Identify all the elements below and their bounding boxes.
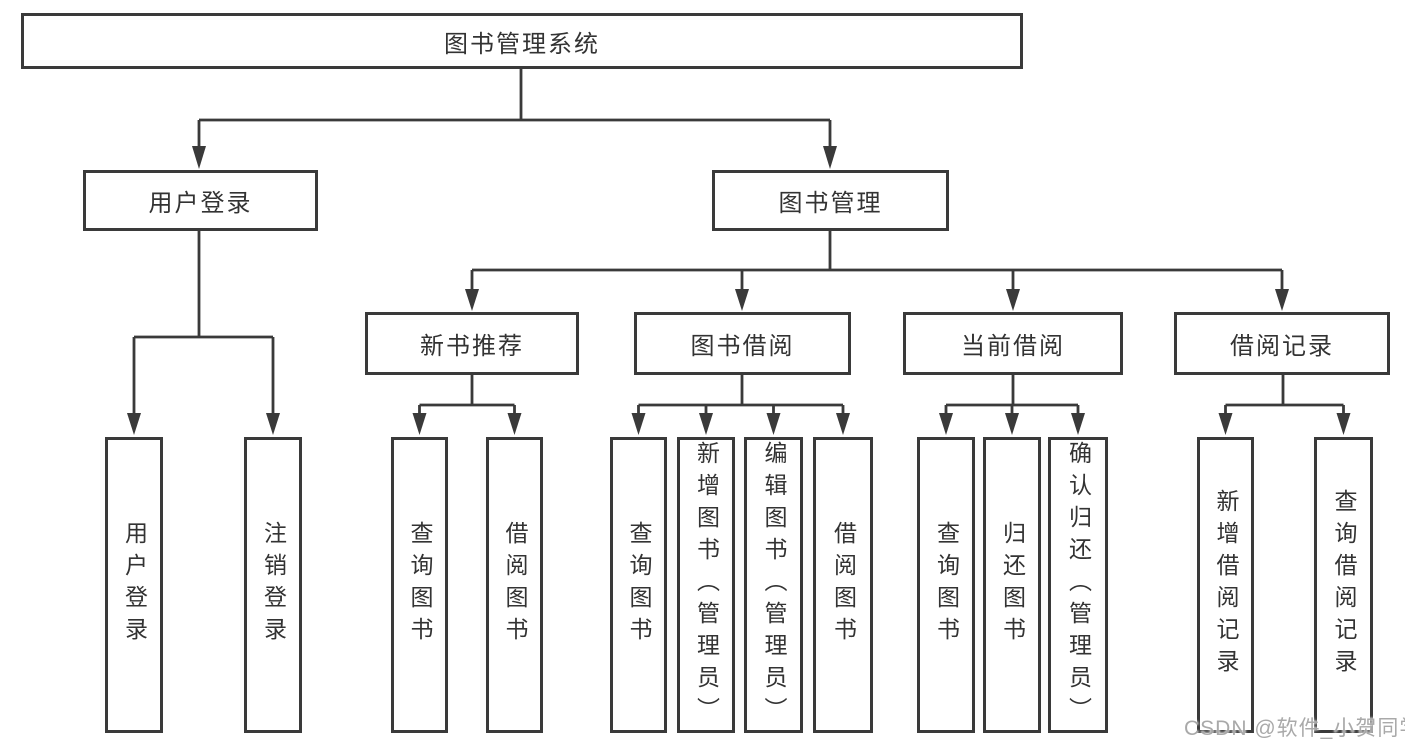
leaf-borrow-books-2: 借阅图书 [813, 437, 873, 733]
watermark: CSDN @软件_小贺同学 [1184, 717, 1405, 740]
arrowheads [127, 146, 1351, 435]
leaf-add-borrow-record: 新增借阅记录 [1197, 437, 1254, 733]
leaf-confirm-return-admin: 确认归还（管理员） [1048, 437, 1108, 733]
node-borrow-records: 借阅记录 [1174, 312, 1390, 375]
leaf-return-books: 归还图书 [983, 437, 1041, 733]
leaf-borrow-books-1: 借阅图书 [486, 437, 543, 733]
node-new-book-recommend: 新书推荐 [365, 312, 579, 375]
node-user-login-label: 用户登录 [148, 190, 253, 217]
node-book-borrow: 图书借阅 [634, 312, 851, 375]
leaf-edit-book-admin-label: 编辑图书（管理员） [761, 441, 787, 729]
node-current-borrow-label: 当前借阅 [961, 333, 1065, 360]
leaf-add-book-admin-label: 新增图书（管理员） [693, 441, 720, 729]
leaf-query-books-3-label: 查询图书 [933, 521, 960, 649]
leaf-query-books-2: 查询图书 [610, 437, 667, 733]
leaf-logout-label: 注销登录 [260, 521, 287, 649]
leaf-borrow-books-2-label: 借阅图书 [830, 521, 857, 649]
leaf-logout: 注销登录 [244, 437, 302, 733]
leaf-confirm-return-admin-label: 确认归还（管理员） [1065, 441, 1092, 729]
node-new-book-recommend-label: 新书推荐 [420, 333, 524, 360]
node-borrow-records-label: 借阅记录 [1230, 333, 1334, 360]
leaf-query-books-1: 查询图书 [391, 437, 448, 733]
leaf-query-books-2-label: 查询图书 [626, 521, 652, 649]
node-book-management: 图书管理 [712, 170, 949, 231]
leaf-edit-book-admin: 编辑图书（管理员） [744, 437, 803, 733]
node-book-borrow-label: 图书借阅 [690, 333, 795, 360]
node-book-management-label: 图书管理 [778, 190, 883, 217]
leaf-add-borrow-record-label: 新增借阅记录 [1213, 489, 1239, 681]
node-current-borrow: 当前借阅 [903, 312, 1123, 375]
leaf-add-book-admin: 新增图书（管理员） [677, 437, 735, 733]
leaf-user-login-label: 用户登录 [121, 521, 148, 649]
node-root-label: 图书管理系统 [444, 30, 600, 58]
leaf-query-books-1-label: 查询图书 [407, 521, 433, 649]
leaf-query-borrow-record-label: 查询借阅记录 [1331, 489, 1357, 681]
leaf-user-login: 用户登录 [105, 437, 163, 733]
leaf-borrow-books-1-label: 借阅图书 [502, 521, 528, 649]
node-user-login: 用户登录 [83, 170, 318, 231]
node-root: 图书管理系统 [21, 13, 1023, 69]
leaf-query-borrow-record: 查询借阅记录 [1314, 437, 1373, 733]
leaf-query-books-3: 查询图书 [917, 437, 975, 733]
leaf-return-books-label: 归还图书 [999, 521, 1026, 649]
